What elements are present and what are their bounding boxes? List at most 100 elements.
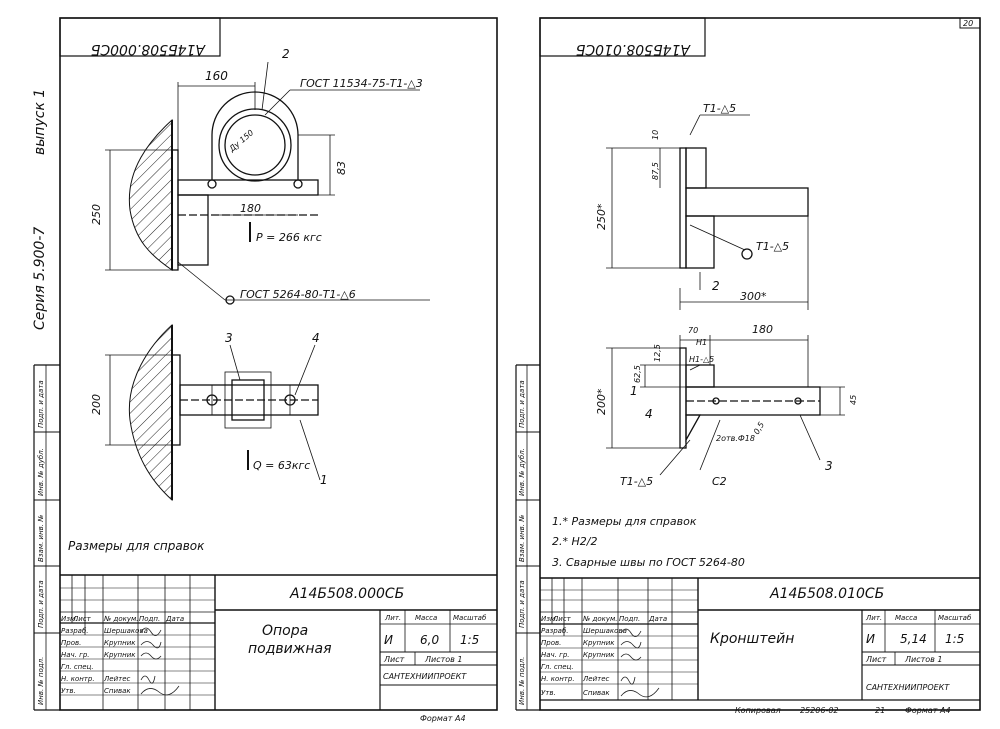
right-lit-header: Лит.: [865, 614, 882, 622]
left-issue: выпуск 1: [32, 89, 48, 155]
left-name-3: Крупник: [104, 651, 136, 659]
right-role-6: Утв.: [541, 689, 556, 697]
left-role-2: Пров.: [61, 639, 81, 647]
left-role-3: Нач. гр.: [61, 651, 90, 659]
right-rotated-code: А14Б508.010СБ: [576, 41, 691, 57]
left-mass-header: Масса: [415, 614, 437, 622]
page-number: 20: [963, 19, 973, 28]
right-weld-bottom: Т1-△5: [620, 475, 653, 488]
right-name-5: Лейтес: [582, 675, 610, 683]
right-dim-200: 200*: [595, 388, 608, 415]
left-item-4: 4: [312, 331, 320, 345]
left-role-4: Гл. спец.: [61, 663, 94, 671]
left-hdr-sign: Подп.: [139, 615, 160, 623]
left-bottom-view: [105, 323, 321, 502]
right-side-label-2: Подп. и дата: [518, 580, 526, 628]
right-dim-10: 10: [651, 130, 660, 140]
left-pipe-dia: Ду 150: [227, 128, 256, 154]
left-signatures: [140, 627, 180, 696]
right-item-1: 1: [630, 384, 638, 398]
left-mass: 6,0: [420, 633, 439, 647]
left-hdr-date: Дата: [165, 615, 184, 623]
left-scale: 1:5: [460, 633, 479, 647]
left-sheets-label: Листов 1: [424, 655, 463, 664]
right-copied: Копировал: [735, 706, 781, 715]
right-hdr-list: Лист: [552, 615, 572, 623]
left-side-label-5: Подп. и дата: [37, 380, 45, 428]
left-rotated-code: А14Б508.000СБ: [91, 41, 206, 57]
right-name-2: Крупник: [583, 639, 615, 647]
left-frame: [59, 17, 498, 711]
left-item-2: 2: [282, 47, 290, 61]
right-hdr-sign: Подп.: [619, 615, 640, 623]
left-org: САНТЕХНИИПРОЕКТ: [383, 672, 467, 681]
right-h1: Н1: [696, 338, 707, 347]
left-sheet: [33, 17, 498, 711]
left-dim-250: 250: [90, 204, 103, 225]
left-weld-gost2: ГОСТ 5264-80-Т1-△6: [240, 288, 356, 301]
right-sheet: [515, 17, 981, 711]
right-dim-r: 0,5: [752, 420, 766, 436]
right-name-6: Спивак: [583, 689, 610, 697]
right-lit: И: [866, 632, 875, 646]
right-org: САНТЕХНИИПРОЕКТ: [866, 683, 950, 692]
right-item-2: 2: [712, 279, 720, 293]
left-dim-180: 180: [240, 202, 261, 215]
left-name-2: Крупник: [104, 639, 136, 647]
right-mass: 5,14: [900, 632, 927, 646]
left-sheet-label: Лист: [383, 655, 405, 664]
left-title-block: [60, 574, 497, 710]
left-top-view: [105, 61, 430, 305]
right-role-4: Гл. спец.: [541, 663, 574, 671]
left-load-q: Q = 63кгс: [253, 459, 310, 472]
right-c2: С2: [712, 475, 727, 488]
right-h1-weld: Н1-△5: [689, 355, 714, 364]
left-hdr-izm: Изм.: [61, 615, 77, 623]
left-name-1: Шершакова: [104, 627, 148, 635]
right-num: 21: [875, 706, 885, 715]
right-mass-header: Масса: [895, 614, 917, 622]
right-item-3: 3: [825, 459, 833, 473]
right-weld-mid: Т1-△5: [756, 240, 789, 253]
right-stamp-title: Кронштейн: [710, 631, 794, 647]
right-name-3: Крупник: [583, 651, 615, 659]
right-weld-top: Т1-△5: [703, 102, 736, 115]
right-role-5: Н. контр.: [541, 675, 575, 683]
left-dim-83: 83: [335, 161, 348, 175]
left-stamp-code: А14Б508.000СБ: [289, 586, 404, 602]
left-weld-gost: ГОСТ 11534-75-Т1-△3: [300, 77, 423, 90]
right-stamp-code: А14Б508.010СБ: [769, 586, 884, 602]
right-format: Формат А4: [905, 706, 951, 715]
right-dim-125: 12,5: [653, 344, 662, 362]
right-title-block: [540, 577, 980, 701]
right-dim-250: 250*: [595, 203, 608, 230]
right-sheet-label: Лист: [865, 655, 887, 664]
left-series-title: Серия 5.900-7: [32, 227, 48, 330]
left-side-label-1: Инв. № подл.: [37, 657, 45, 705]
right-side-label-5: Подп. и дата: [518, 380, 526, 428]
right-dim-180: 180: [752, 323, 773, 336]
right-role-2: Пров.: [541, 639, 561, 647]
left-dim-160: 160: [205, 69, 228, 83]
left-lit-header: Лит.: [384, 614, 401, 622]
left-name-5: Лейтес: [103, 675, 131, 683]
left-name-6: Спивак: [104, 687, 131, 695]
right-role-1: Разраб.: [541, 627, 569, 635]
right-item-4: 4: [645, 407, 653, 421]
left-role-5: Н. контр.: [61, 675, 95, 683]
left-item-3: 3: [225, 331, 233, 345]
left-format: Формат А4: [420, 714, 466, 723]
left-side-label-4: Инв. № дубл.: [37, 448, 45, 496]
right-hdr-doc: № докум.: [582, 615, 618, 623]
right-dim-45: 45: [849, 395, 858, 405]
right-order: 25206-02: [800, 706, 839, 715]
left-stamp-title-2: подвижная: [248, 641, 332, 657]
left-note: Размеры для справок: [68, 539, 205, 553]
left-stamp-title-1: Опора: [262, 623, 308, 639]
left-item-1: 1: [320, 473, 328, 487]
left-side-label-2: Подп. и дата: [37, 580, 45, 628]
right-dim-87: 87,5: [651, 162, 660, 180]
left-side-label-3: Взам. инв. №: [37, 514, 45, 562]
right-name-1: Шершакова: [583, 627, 627, 635]
